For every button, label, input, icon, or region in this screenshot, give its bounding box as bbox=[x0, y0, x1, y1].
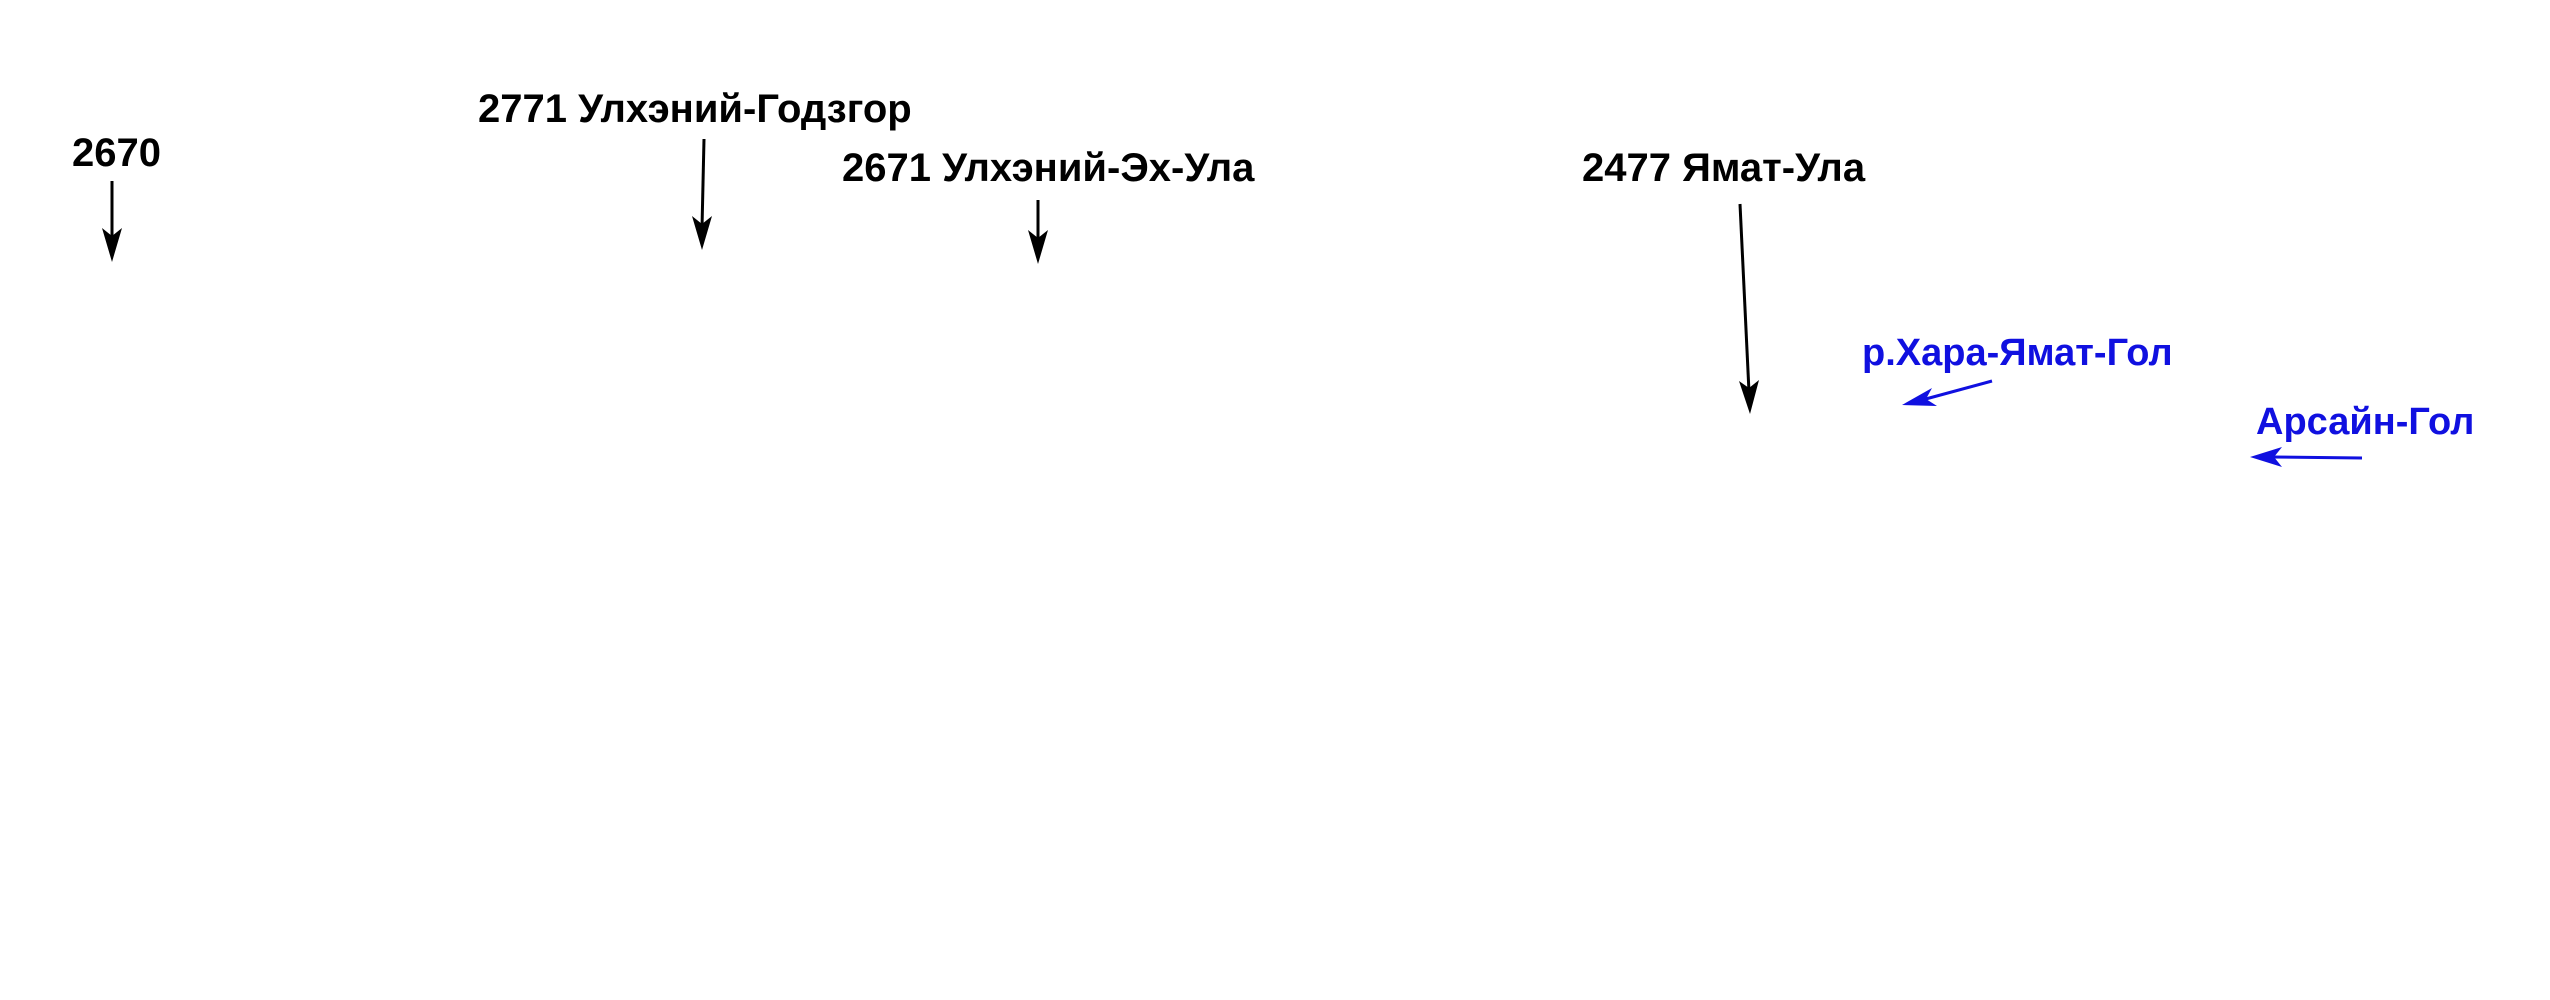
peak-label-2670: 2670 bbox=[72, 131, 161, 175]
peak-label-2477: 2477 Ямат-Ула bbox=[1582, 146, 1866, 190]
peak-arrow-2671 bbox=[1028, 200, 1048, 264]
river-label-khara-yamat-gol: р.Хара-Ямат-Гол bbox=[1862, 332, 2173, 374]
peak-arrow-2771 bbox=[692, 138, 712, 250]
peak-arrow-2477 bbox=[1738, 203, 1759, 414]
peak-label-2671: 2671 Улхэний-Эх-Ула bbox=[842, 146, 1255, 190]
river-arrow-khara-yamat-gol bbox=[1902, 379, 1993, 406]
peak-label-2771: 2771 Улхэний-Годзгор bbox=[478, 87, 912, 131]
peak-arrow-2670 bbox=[102, 181, 122, 262]
river-arrow-arsain-gol bbox=[2250, 447, 2363, 467]
river-label-arsain-gol: Арсайн-Гол bbox=[2256, 401, 2475, 443]
